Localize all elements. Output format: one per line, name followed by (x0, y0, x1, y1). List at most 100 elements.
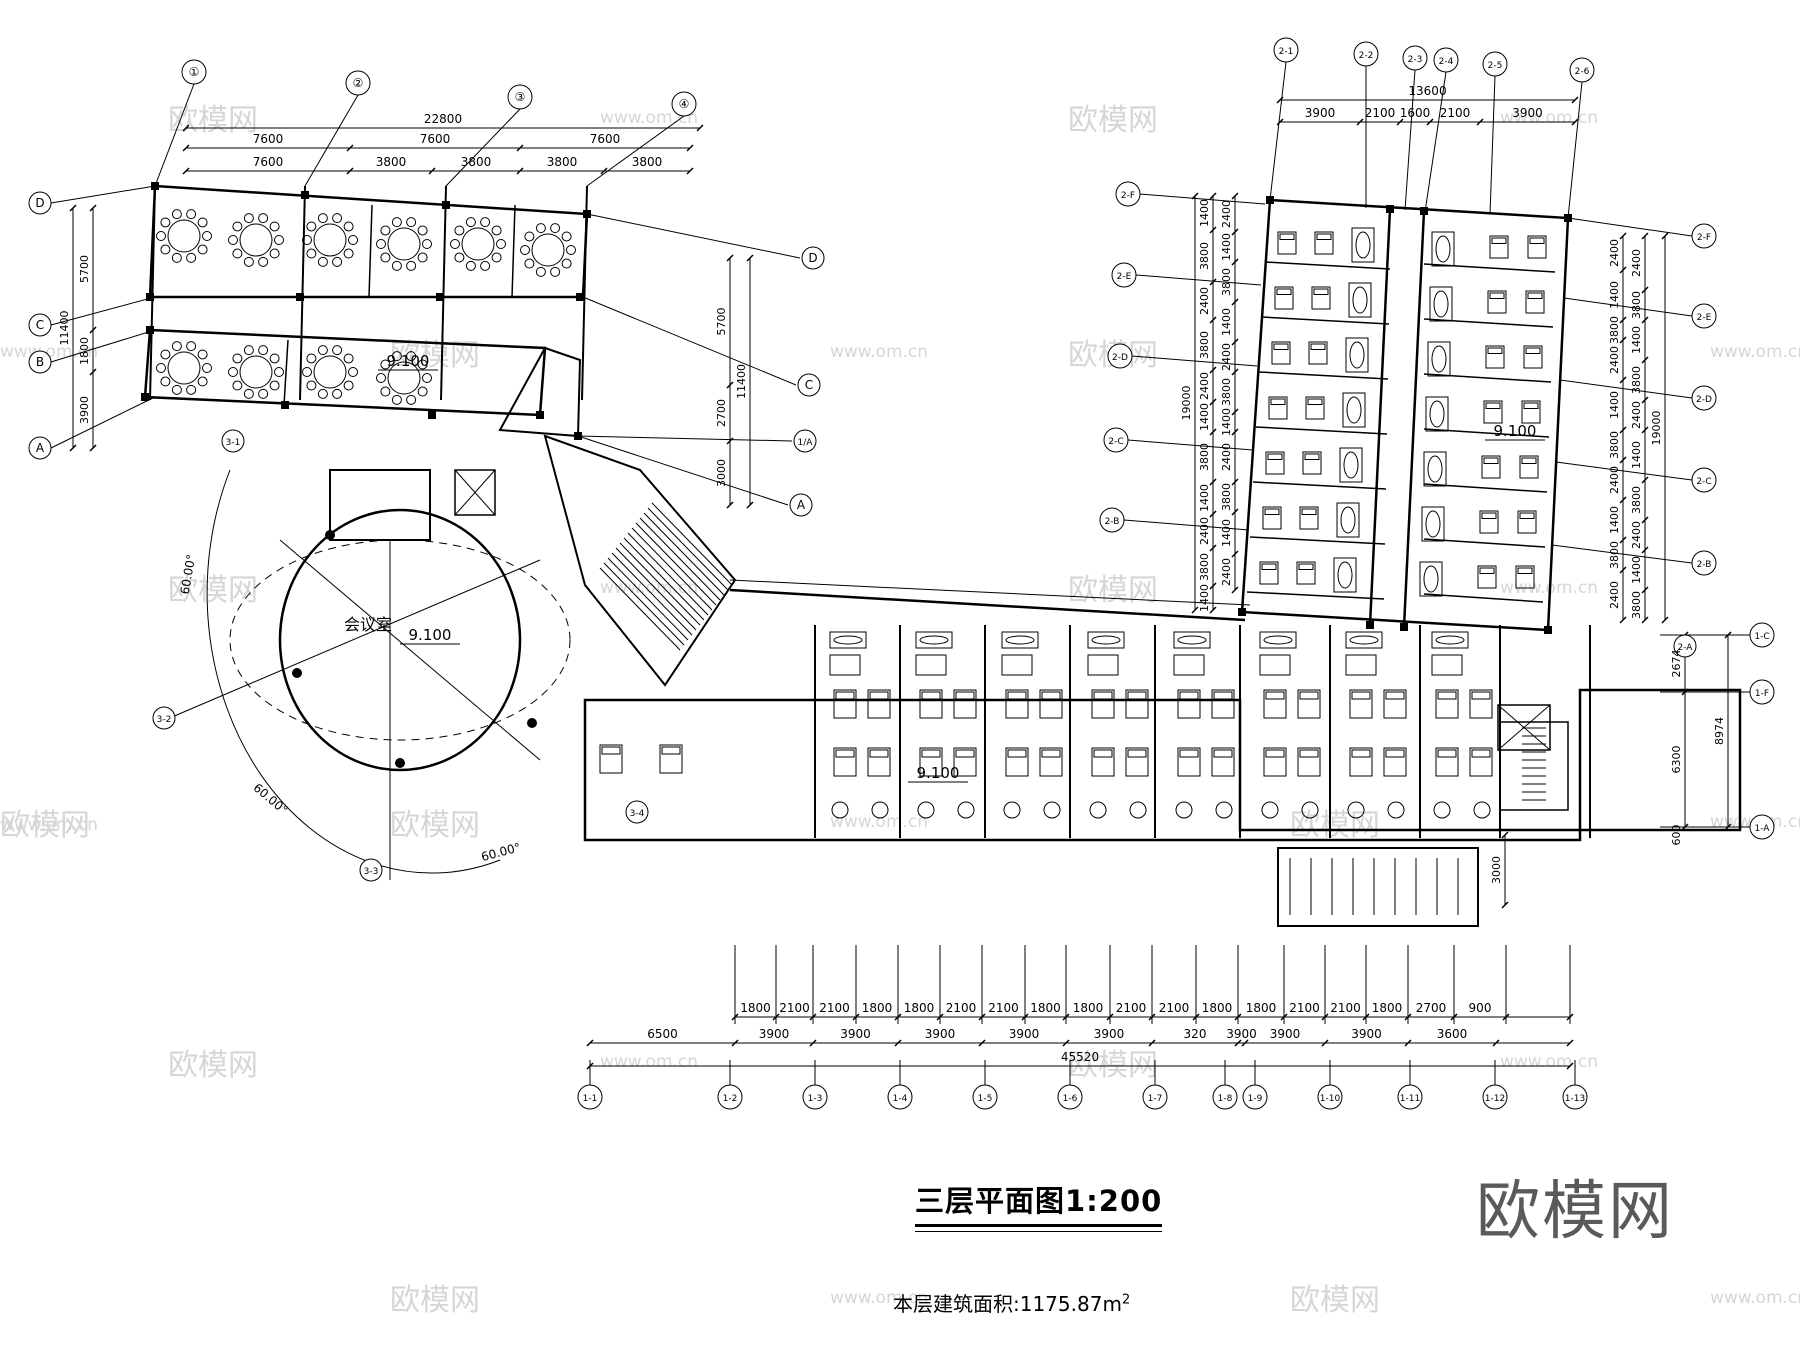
dim-tick (1641, 546, 1649, 554)
bathtub (1339, 447, 1363, 483)
axis-bubble (345, 70, 371, 96)
dimension-text: 45520 (1061, 1050, 1099, 1064)
tub-basin (1429, 400, 1445, 428)
axis-bubble (789, 493, 813, 517)
dimension-text: 1800 (740, 1001, 771, 1015)
pillow (1298, 563, 1314, 570)
dimension-text: 1600 (1400, 106, 1431, 120)
dimension-text: 2400 (1630, 401, 1643, 429)
watermark-logo: 欧模网 (1476, 1175, 1674, 1249)
dimension-text: 19000 (1650, 411, 1663, 446)
dimension-text: 1800 (1372, 1001, 1403, 1015)
pillow (1213, 691, 1233, 700)
dim-tick (1062, 1013, 1070, 1021)
dim-tick (1106, 1013, 1114, 1021)
dimension-text: 2100 (946, 1001, 977, 1015)
column (1400, 623, 1408, 631)
dimension-text: 2100 (819, 1001, 850, 1015)
dim-tick (1209, 192, 1217, 200)
dim-tick (1426, 118, 1434, 126)
stair-tread (631, 527, 713, 611)
dim-tick (746, 254, 754, 262)
floor-area-unit-sup: 2 (1121, 1292, 1131, 1308)
chair (232, 353, 243, 364)
chair (156, 363, 166, 373)
dim-tick (1241, 1039, 1249, 1047)
round-table (387, 227, 421, 261)
bed (1519, 455, 1539, 479)
chair (317, 345, 328, 356)
dim-tick (1476, 118, 1484, 126)
angle-label: 60.00° (251, 781, 291, 818)
dimension-text: 1400 (1608, 391, 1621, 419)
dim-tick (1450, 1013, 1458, 1021)
bed (1305, 396, 1325, 420)
stair-tread (643, 512, 725, 596)
dimension-text: 2400 (1630, 249, 1643, 277)
axis-label: 1-C (1754, 632, 1769, 642)
grid-wall (581, 185, 588, 401)
chair (160, 349, 171, 360)
axis-label: 2-2 (1359, 51, 1374, 61)
column (146, 293, 154, 301)
pillow (1261, 563, 1277, 570)
pillow (1276, 288, 1292, 295)
dim-tick (69, 204, 77, 212)
tub-basin (1337, 561, 1353, 589)
dim-tick (1619, 616, 1627, 624)
axis-label: 2-A (1678, 643, 1694, 653)
bed (1483, 400, 1503, 424)
dimension-text: 1400 (1220, 233, 1233, 261)
chair (380, 252, 391, 263)
column (1420, 207, 1428, 215)
dimension-text: 3900 (1226, 1027, 1257, 1041)
chair (197, 244, 208, 255)
chair (243, 345, 254, 356)
axis-label: 1-13 (1565, 1094, 1585, 1104)
axis-bubble (1107, 343, 1133, 369)
pillow (1041, 749, 1061, 758)
dim-tick (1619, 376, 1627, 384)
chair (561, 258, 572, 269)
dim-tick (1396, 118, 1404, 126)
armchair (1003, 801, 1021, 819)
tower-partition (1249, 536, 1386, 545)
chair (491, 252, 502, 263)
dim-tick (1321, 1013, 1329, 1021)
toilet (1173, 654, 1205, 676)
column (151, 182, 159, 190)
stair-tread (627, 532, 709, 616)
bed (1515, 565, 1535, 589)
radial-line (164, 559, 541, 721)
dimension-text: 3900 (1305, 106, 1336, 120)
dim-tick (1661, 232, 1669, 240)
axis-label: 1-12 (1485, 1094, 1505, 1104)
chair (269, 248, 280, 259)
axis-label: 1-6 (1063, 1094, 1078, 1104)
axis-bubble (1691, 467, 1717, 493)
armchair (957, 801, 975, 819)
pillow (835, 691, 855, 700)
pillow (1527, 292, 1543, 299)
toilet (1001, 654, 1033, 676)
pillow (1304, 453, 1320, 460)
column (141, 393, 149, 401)
bed (1349, 689, 1373, 719)
dimension-text: 3900 (925, 1027, 956, 1041)
dimension-text: 3900 (1094, 1027, 1125, 1041)
elevator-x (454, 469, 496, 516)
line (304, 94, 359, 187)
dim-tick (1404, 1039, 1412, 1047)
dim-tick (1234, 1039, 1242, 1047)
pillow (1179, 749, 1199, 758)
stair-tread (599, 567, 681, 651)
axis-label: 3-2 (157, 715, 172, 725)
dimension-text: 7600 (253, 155, 284, 169)
dimension-text: 1400 (1198, 199, 1211, 227)
axis-label: 2-B (1697, 560, 1712, 570)
dim-tick (1209, 278, 1217, 286)
axis-label: 2-B (1105, 517, 1120, 527)
axis-label: 2-6 (1575, 67, 1590, 77)
axis-bubble (1273, 37, 1299, 63)
